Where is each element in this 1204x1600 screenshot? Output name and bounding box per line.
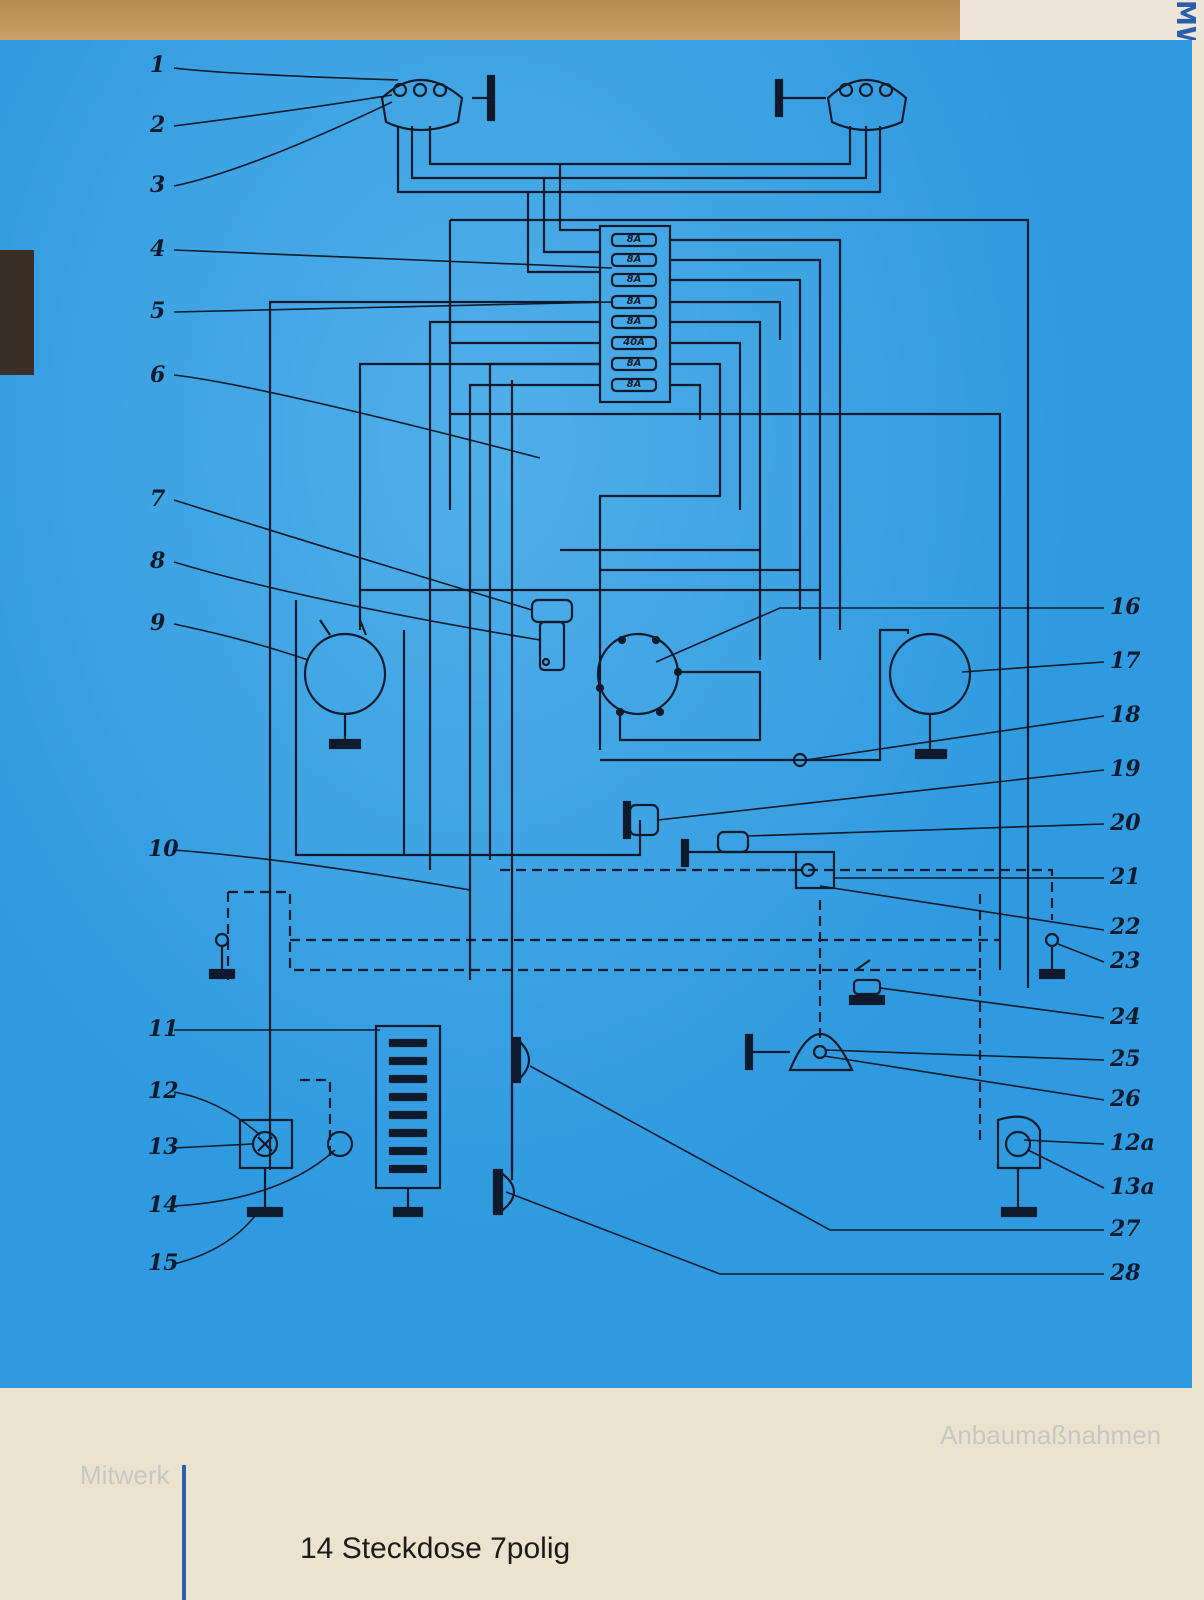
label-22: 22 [1110, 914, 1141, 940]
fuse-label-2: 8A [626, 254, 642, 265]
label-7: 7 [150, 486, 166, 512]
label-2: 2 [150, 112, 166, 138]
label-5: 5 [150, 298, 166, 324]
label-9: 9 [150, 610, 166, 636]
light-switch [595, 632, 762, 742]
rear-lamp-right [996, 1115, 1042, 1218]
label-17: 17 [1110, 648, 1141, 674]
fuse-label-5: 8A [626, 316, 642, 327]
tail-lamp [744, 1032, 854, 1072]
label-21: 21 [1110, 864, 1141, 890]
regulator [530, 598, 574, 672]
horn-lower [492, 1036, 531, 1216]
label-23: 23 [1110, 948, 1141, 974]
label-13: 13 [148, 1134, 179, 1160]
label-3: 3 [150, 172, 166, 198]
wiper-motor [600, 628, 972, 762]
fuse-label-3: 8A [626, 274, 642, 285]
wiring-diagram-panel: 8A 8A 8A 8A 8A 40A 8A 8A 1 2 3 4 5 6 7 8 9 10 1… [0, 40, 1192, 1388]
label-4: 4 [150, 236, 166, 262]
label-27: 27 [1110, 1216, 1141, 1242]
manual-page: 8A 8A 8A 8A 8A 40A 8A 8A 1 2 3 4 5 6 7 8 9 10 1… [0, 40, 1204, 1600]
label-12: 12 [148, 1078, 179, 1104]
fuse-label-4: 8A [626, 296, 642, 307]
fuse-label-7: 8A [626, 358, 642, 369]
label-12a: 12a [1110, 1130, 1155, 1156]
socket [326, 1130, 354, 1158]
label-11: 11 [148, 1016, 179, 1042]
label-15: 15 [148, 1250, 179, 1276]
ghost-text-1: Anbaumaßnahmen [940, 1420, 1162, 1450]
label-28: 28 [1110, 1260, 1141, 1286]
label-8: 8 [150, 548, 166, 574]
dark-tab-edge [0, 250, 34, 375]
flasher-relay [680, 830, 836, 890]
label-13a: 13a [1110, 1174, 1155, 1200]
label-18: 18 [1110, 702, 1141, 728]
battery [374, 1024, 442, 1218]
label-19: 19 [1110, 756, 1141, 782]
fuse-box [598, 224, 672, 404]
generator [294, 600, 642, 857]
label-25: 25 [1110, 1046, 1141, 1072]
fuse-label-8: 8A [626, 379, 642, 390]
wiring-diagram [173, 67, 1105, 1275]
fuse-label-6: 40A [623, 337, 645, 348]
label-24: 24 [1110, 1004, 1141, 1030]
caption-text: 14 Steckdose 7polig [300, 1532, 571, 1565]
label-6: 6 [150, 362, 166, 388]
rear-lamp-left [238, 1118, 294, 1218]
label-26: 26 [1110, 1086, 1141, 1112]
headlamp-right [774, 78, 908, 132]
label-16: 16 [1110, 594, 1141, 620]
label-10: 10 [148, 836, 179, 862]
ghost-text-2: Mitwerk [80, 1460, 170, 1490]
fuse-label-1: 8A [626, 234, 642, 245]
label-20: 20 [1110, 810, 1141, 836]
headlamp-left [380, 74, 496, 132]
brake-switch [848, 959, 886, 1006]
caption-margin-rule [182, 1465, 186, 1600]
side-lamp-right [1044, 932, 1060, 948]
label-14: 14 [148, 1192, 179, 1218]
side-lamp-left [214, 932, 230, 948]
label-1: 1 [150, 52, 166, 78]
